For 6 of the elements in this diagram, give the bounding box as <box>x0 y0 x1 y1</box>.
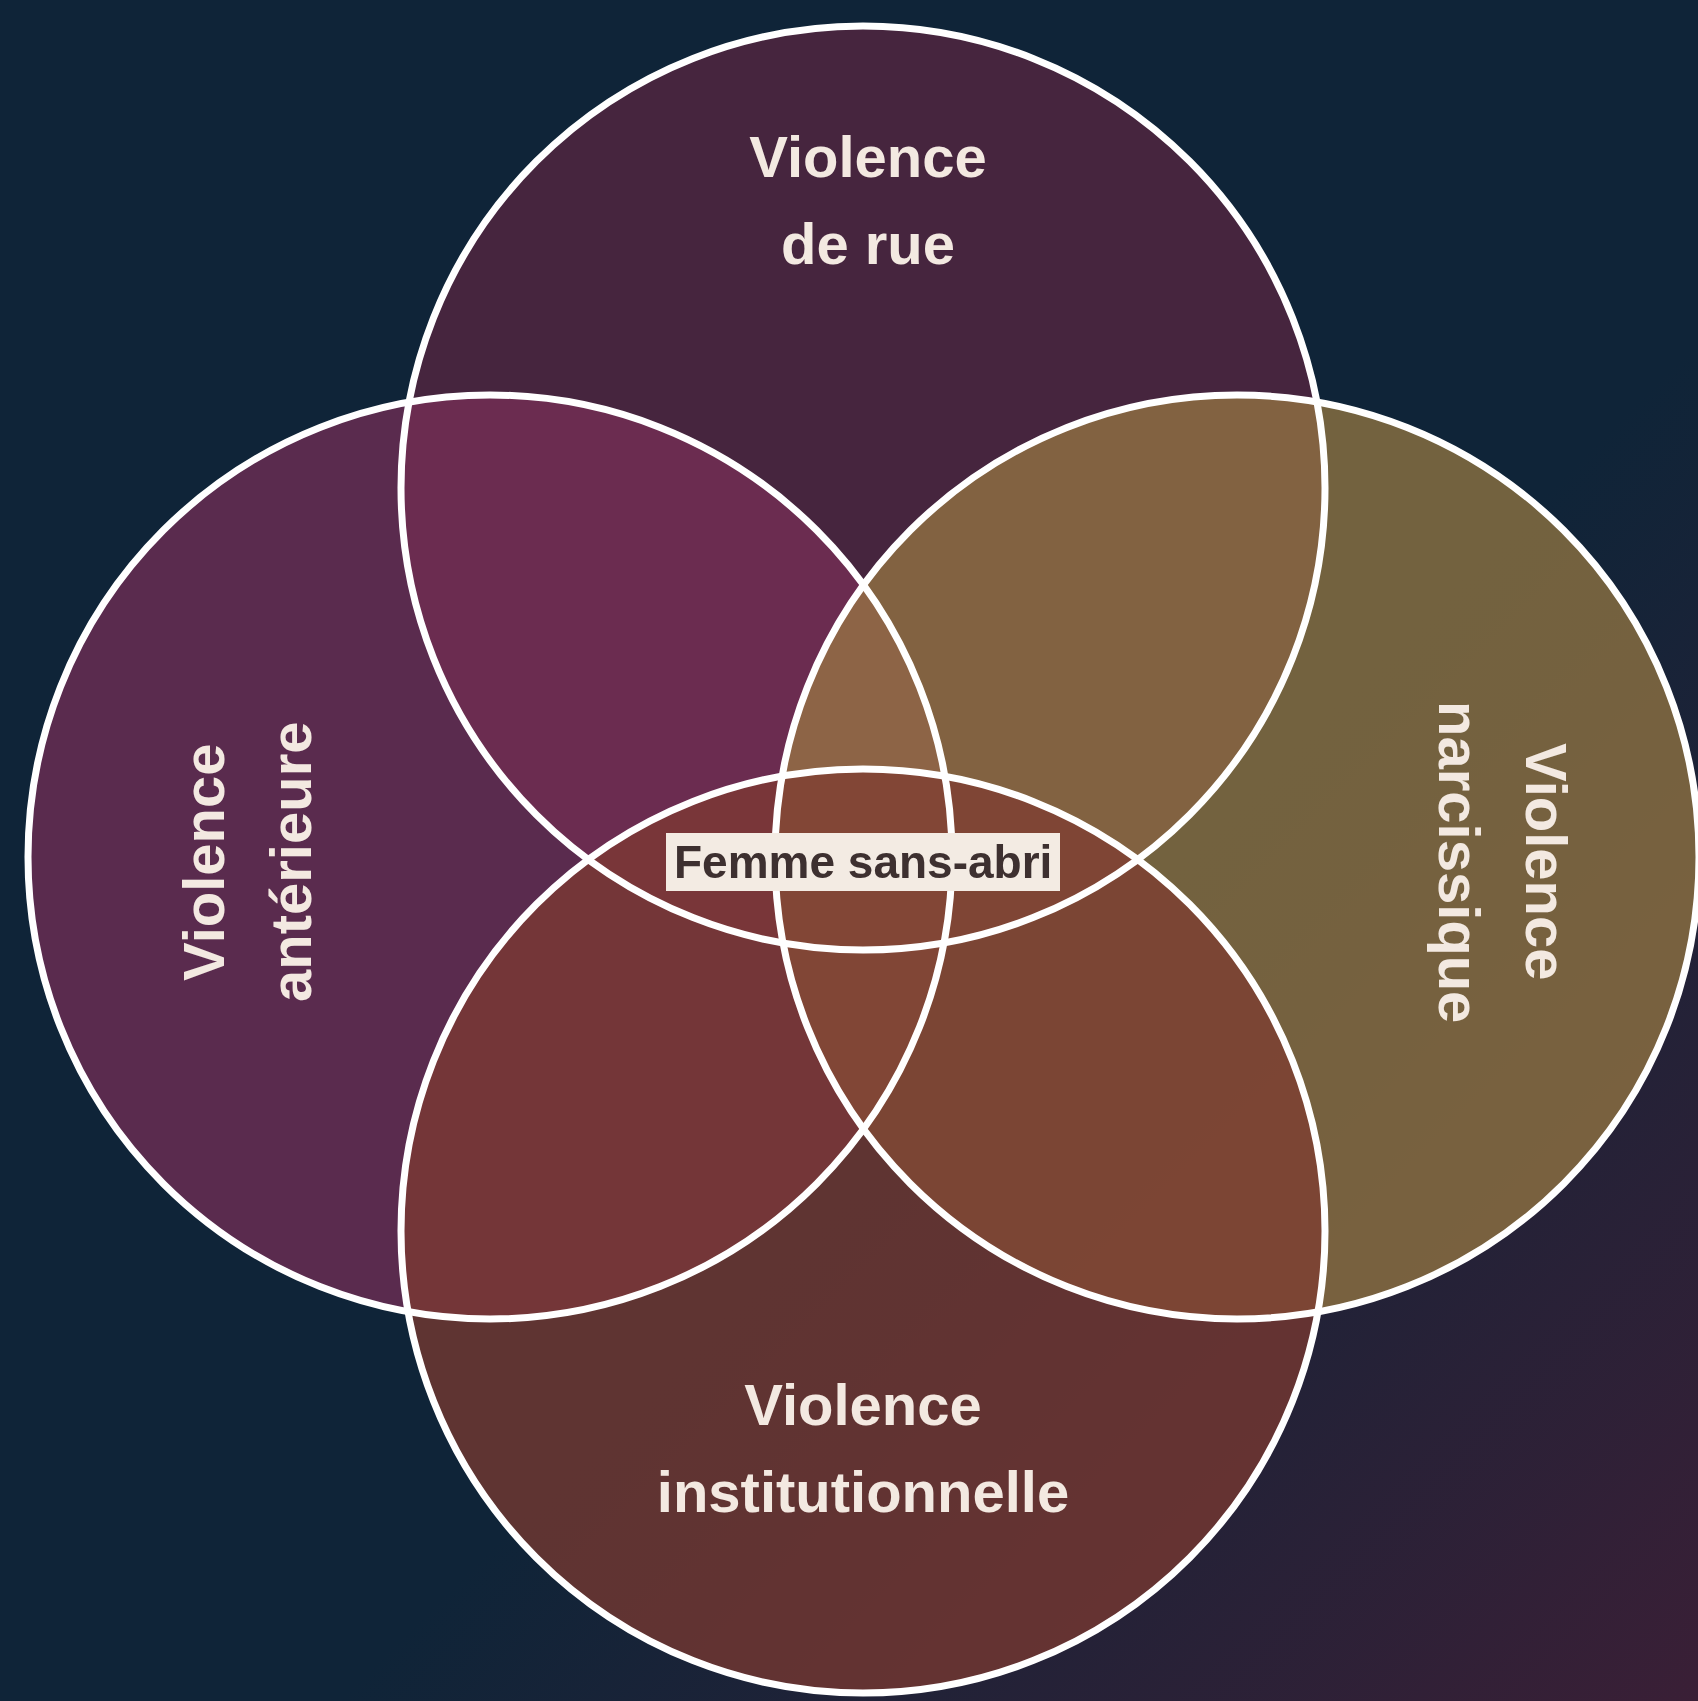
venn-circle <box>397 765 1329 1697</box>
circle-label: Violence antérieure <box>170 720 324 1005</box>
circle-label: Violence institutionnelle <box>655 1371 1071 1526</box>
center-label: Femme sans-abri <box>666 833 1061 891</box>
circle-label: Violence narcissique <box>1426 699 1580 1026</box>
circle-label: Violence de rue <box>748 123 988 278</box>
